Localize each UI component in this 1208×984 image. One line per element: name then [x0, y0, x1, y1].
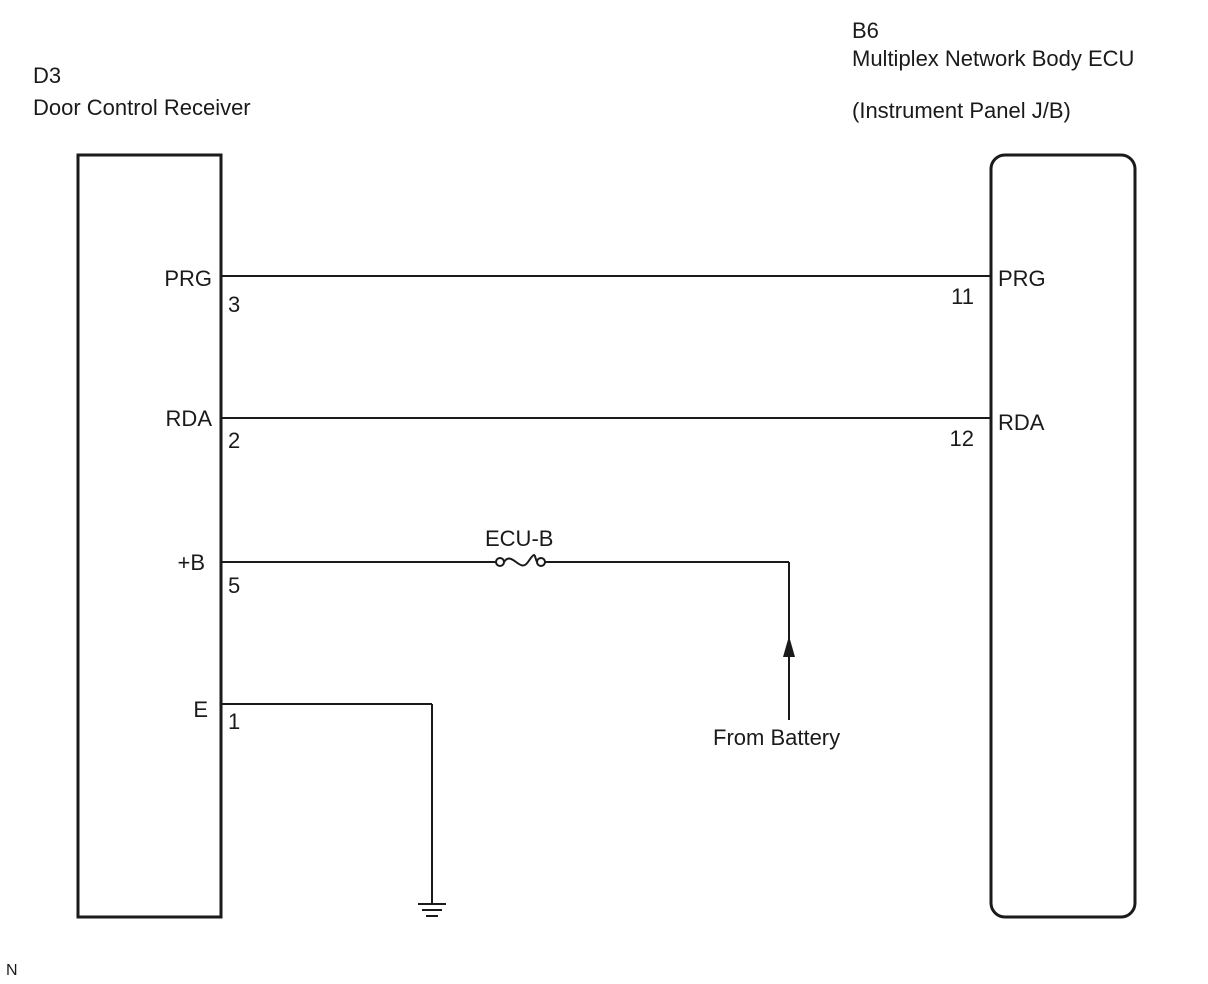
right-component-name: Multiplex Network Body ECU [852, 46, 1135, 71]
b-wire [221, 561, 790, 720]
e-wire [221, 703, 433, 904]
battery-source-label: From Battery [713, 725, 841, 750]
left-component-code: D3 [33, 63, 62, 88]
rda-left-terminal: RDA [165, 406, 212, 431]
e-left-pin: 1 [228, 709, 241, 734]
footer-code: N [6, 962, 18, 979]
rda-right-terminal: RDA [998, 410, 1045, 435]
prg-right-pin: 11 [951, 284, 974, 309]
prg-right-terminal: PRG [998, 266, 1046, 291]
prg-left-pin: 3 [228, 292, 241, 317]
door-control-receiver-box [76, 153, 223, 919]
b-left-terminal: +B [177, 550, 205, 575]
right-component-code: B6 [852, 18, 879, 43]
fuse-symbol [495, 554, 546, 567]
b-left-pin: 5 [228, 573, 241, 598]
prg-left-terminal: PRG [164, 266, 212, 291]
ground-icon [418, 903, 446, 917]
left-component-name: Door Control Receiver [33, 95, 251, 120]
fuse-label: ECU-B [485, 526, 554, 551]
rda-left-pin: 2 [228, 428, 241, 453]
body-ecu-box [989, 153, 1137, 919]
e-left-terminal: E [193, 697, 208, 722]
right-component-location: (Instrument Panel J/B) [852, 98, 1071, 123]
rda-right-pin: 12 [949, 426, 974, 451]
battery-arrow-icon [783, 636, 795, 657]
